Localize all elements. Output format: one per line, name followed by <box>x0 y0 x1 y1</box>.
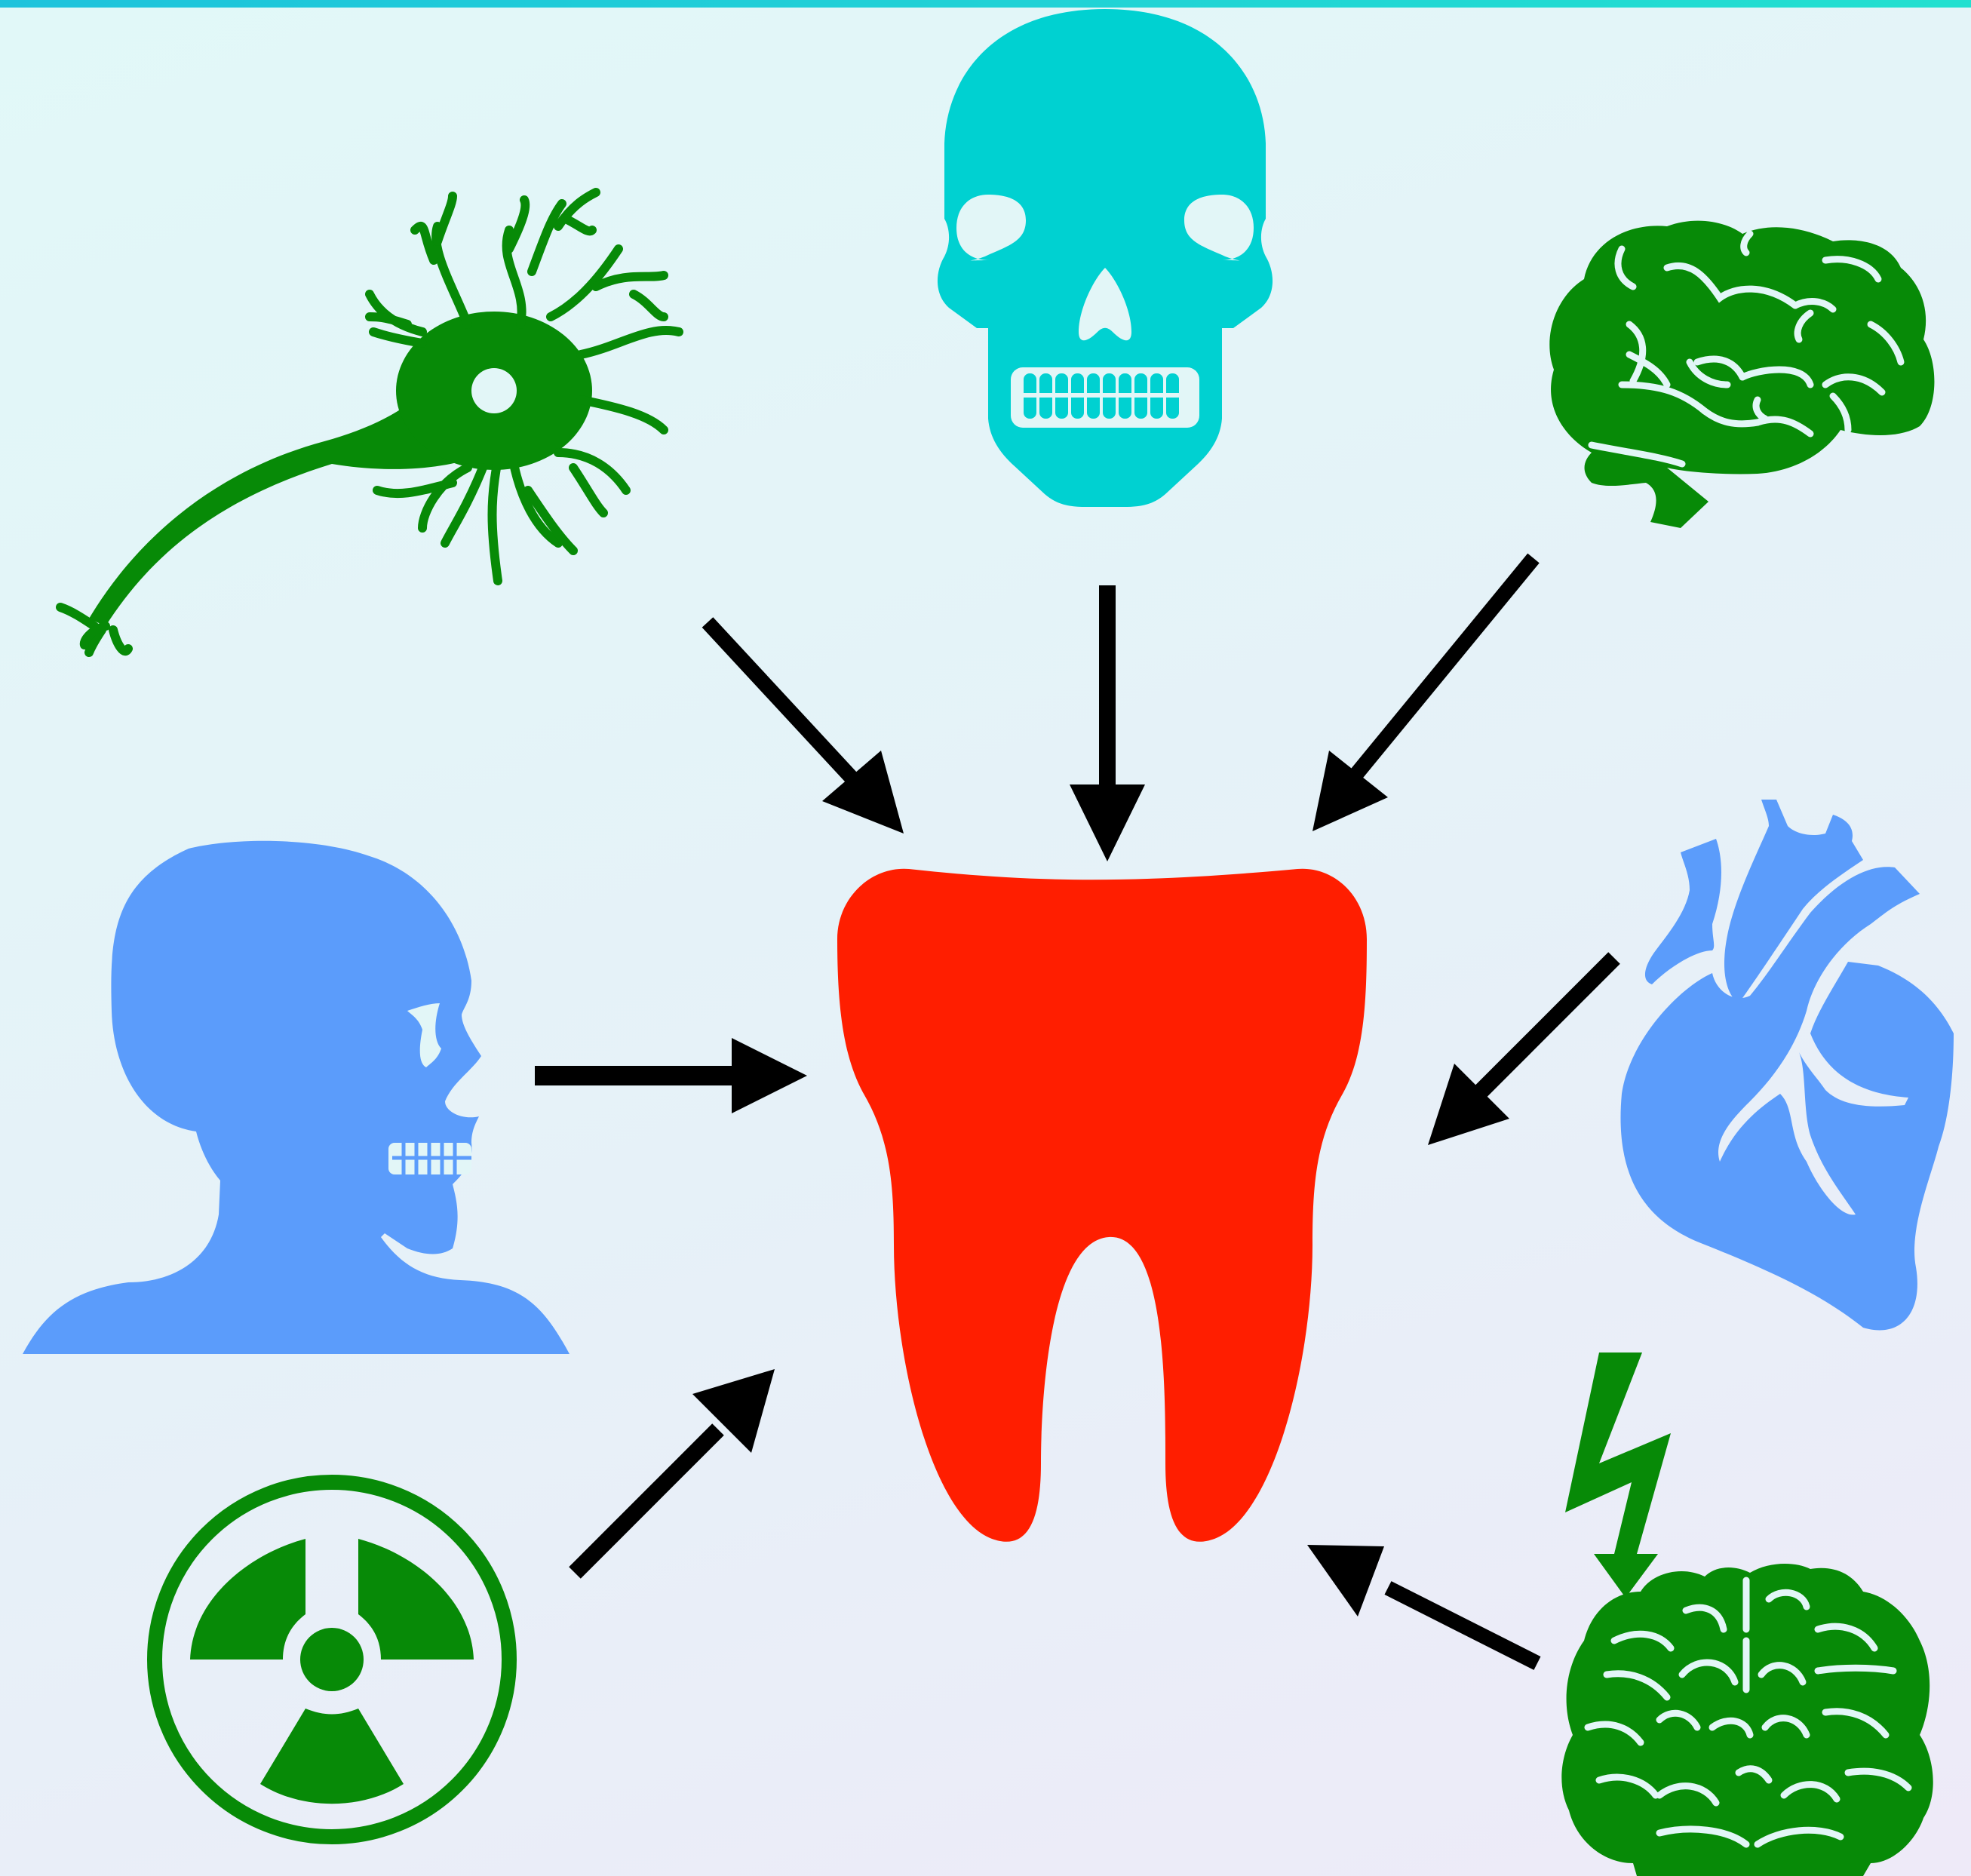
tooth-icon <box>837 869 1367 1542</box>
neuron-icon <box>60 192 679 652</box>
arrow-heart-to-tooth <box>1428 958 1614 1145</box>
arrow-brain-lightning-to-tooth <box>1307 1545 1537 1663</box>
brain-icon <box>1549 221 1934 528</box>
radiation-icon <box>155 1482 509 1837</box>
brain-with-lightning-icon <box>1561 1353 1933 1876</box>
arrow-neuron-to-tooth <box>708 622 904 834</box>
arrow-skull-to-tooth <box>1070 585 1145 861</box>
arrow-radiation-to-tooth <box>575 1369 775 1573</box>
human-head-skeleton-icon <box>23 841 570 1354</box>
heart-icon <box>1620 800 1954 1330</box>
skull-icon <box>938 9 1273 507</box>
arrow-brain-to-tooth <box>1312 558 1534 831</box>
arrow-head-to-tooth <box>535 1038 807 1113</box>
